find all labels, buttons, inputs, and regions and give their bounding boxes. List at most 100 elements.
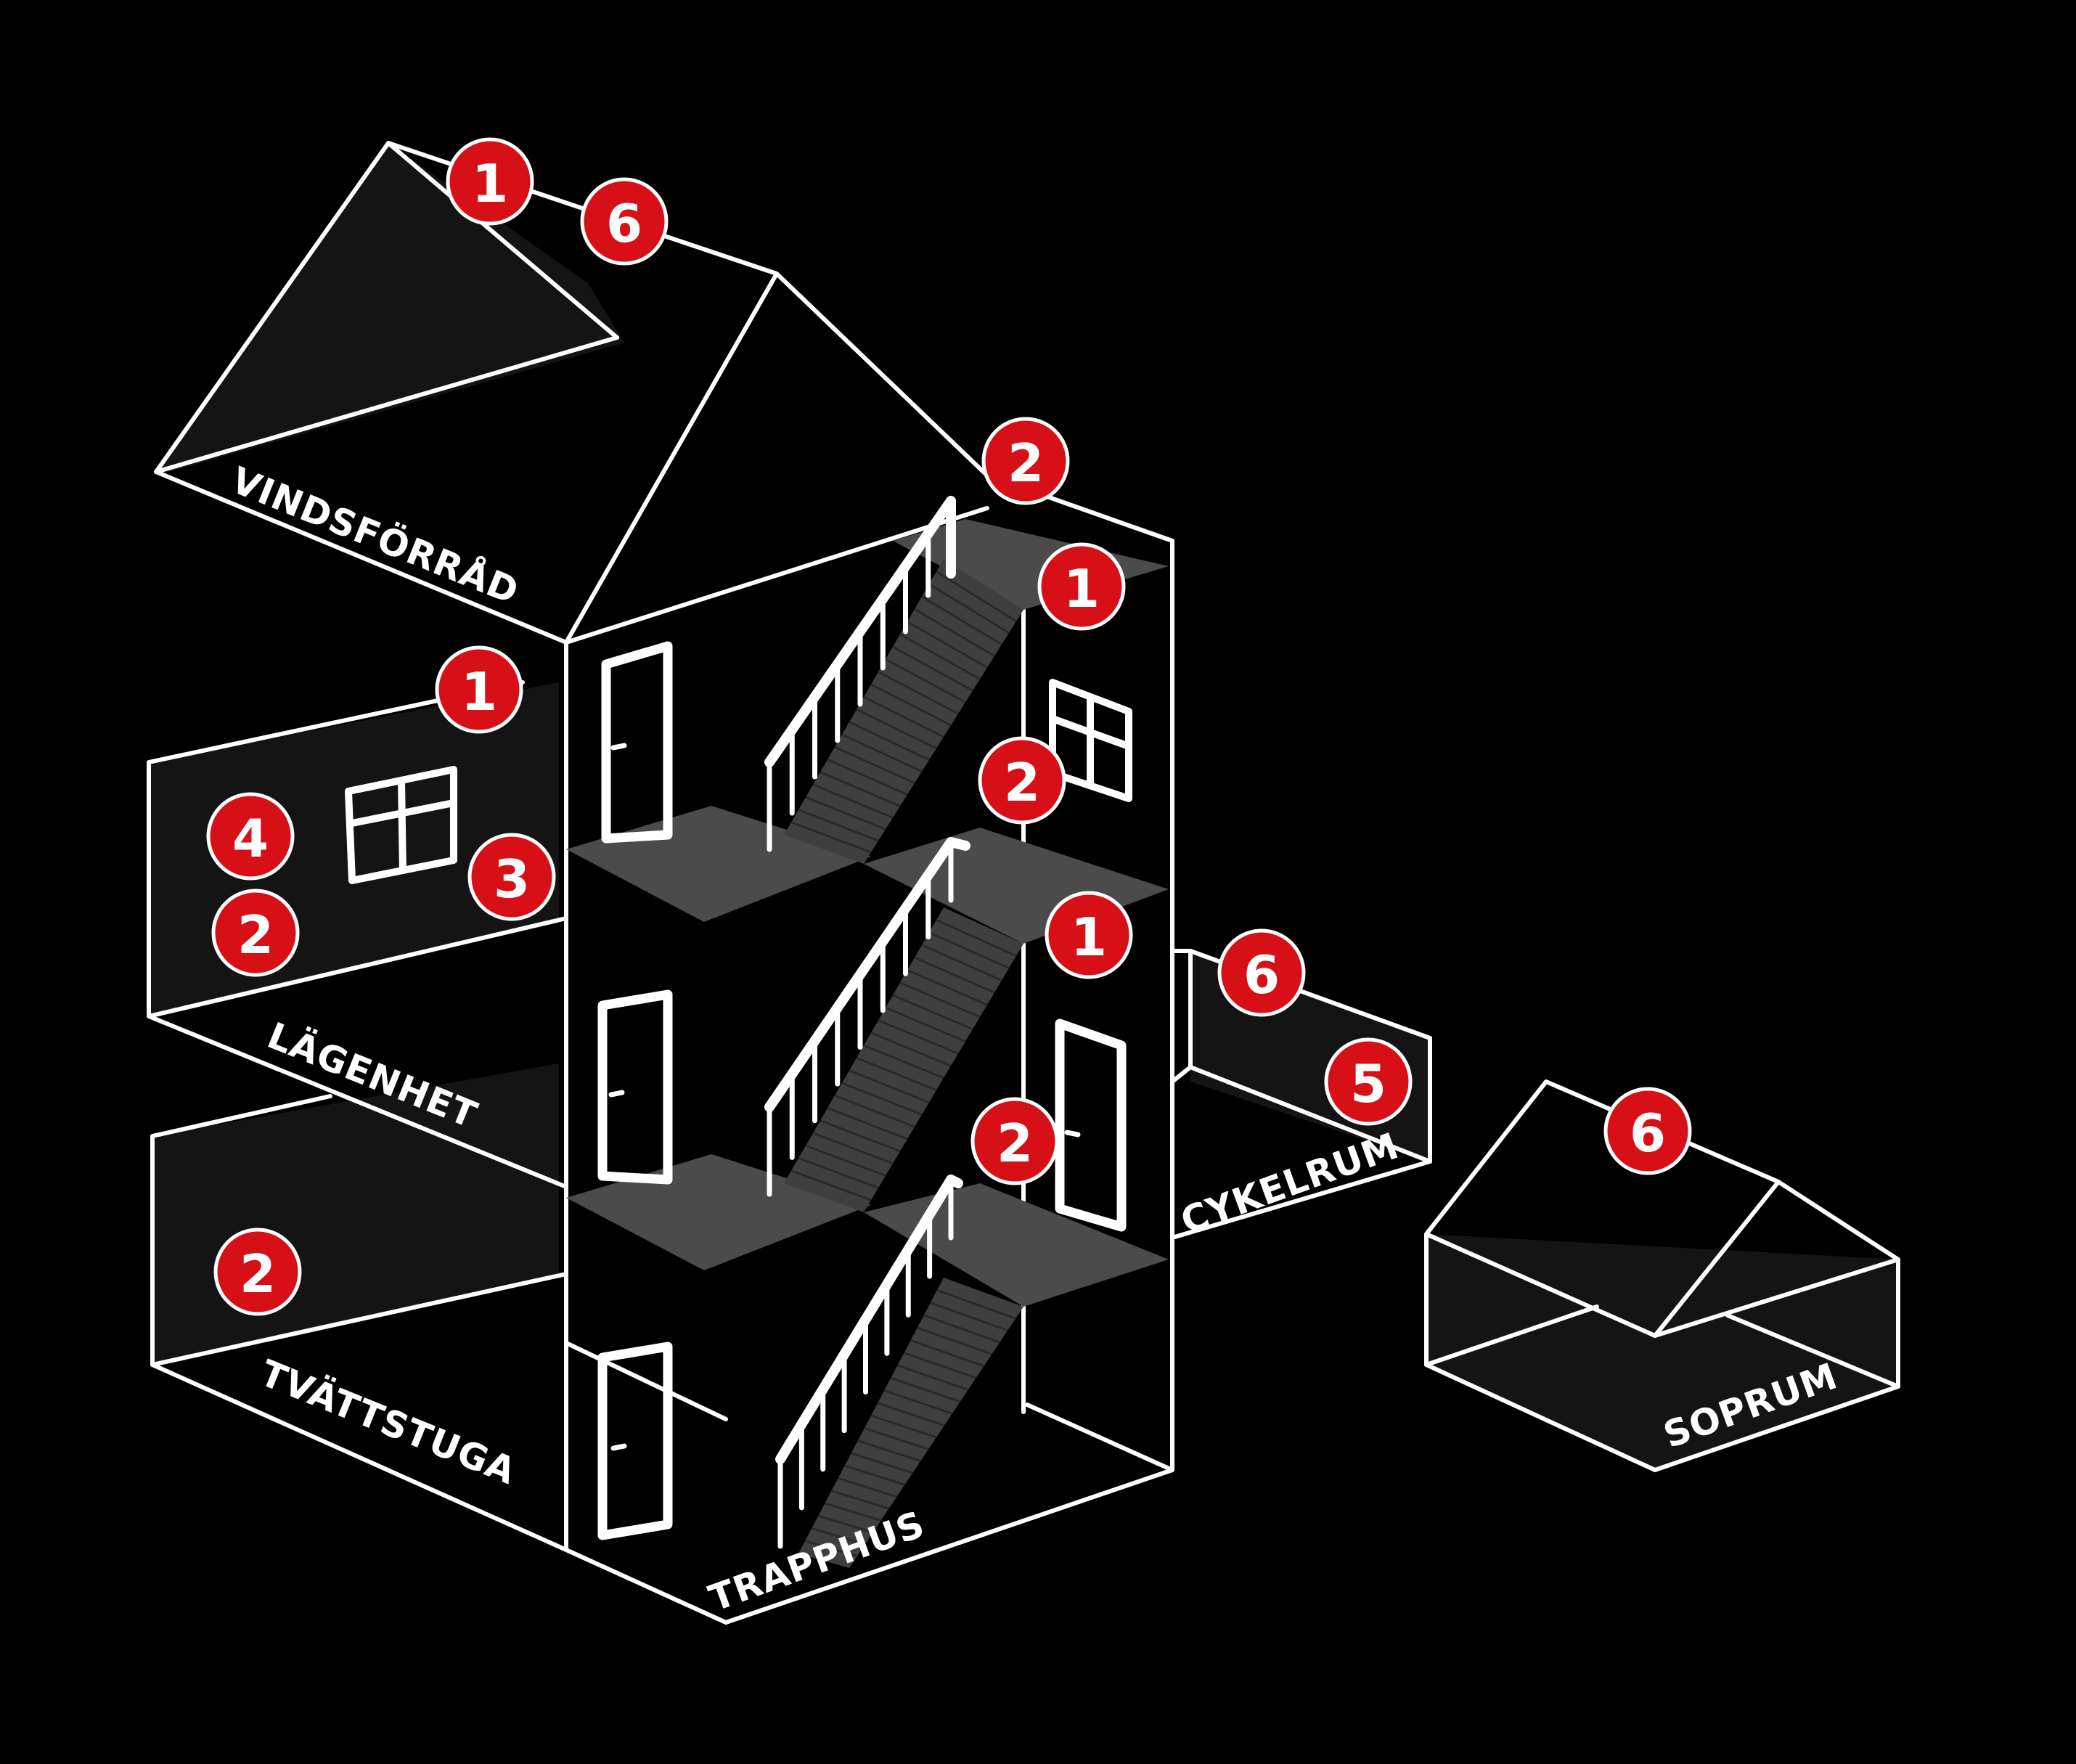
stair-step-3-1 xyxy=(936,1289,1016,1320)
stair-step-2-9 xyxy=(878,1019,959,1055)
stair-step-2-4 xyxy=(914,956,995,994)
stair-step-1-3 xyxy=(921,595,1002,646)
svg-text:5: 5 xyxy=(1350,1053,1386,1114)
window-stairwell xyxy=(1049,679,1132,802)
badge-apartment-top: 1 xyxy=(435,645,523,734)
door-top xyxy=(601,641,673,844)
badge-apartment-window: 3 xyxy=(467,833,556,921)
badge-stair-mid-right: 2 xyxy=(978,736,1066,825)
stair-step-2-6 xyxy=(899,981,981,1018)
badge-stair-top: 1 xyxy=(1037,542,1126,631)
staircase xyxy=(566,496,1169,1568)
stair-step-2-12 xyxy=(856,1056,937,1092)
stair-step-2-19 xyxy=(805,1144,886,1177)
window-apartment xyxy=(345,766,457,884)
stair-step-1-14 xyxy=(841,733,923,773)
badge-apartment-left: 4 xyxy=(206,792,295,881)
stair-step-1-4 xyxy=(914,608,995,657)
svg-text:1: 1 xyxy=(1071,907,1107,968)
badge-garbage: 6 xyxy=(1603,1087,1692,1175)
stair-step-1-16 xyxy=(827,758,908,796)
stair-step-3-2 xyxy=(930,1302,1008,1332)
stair-step-3-20 xyxy=(811,1527,866,1545)
stair-step-3-16 xyxy=(838,1477,897,1498)
stair-step-2-15 xyxy=(834,1094,915,1128)
flight-upper xyxy=(784,559,1023,864)
badge-stair-mid: 1 xyxy=(1045,891,1133,979)
svg-text:1: 1 xyxy=(461,661,497,722)
stair-step-3-3 xyxy=(923,1314,1000,1344)
stair-step-3-21 xyxy=(804,1540,858,1558)
stair-step-3-9 xyxy=(883,1389,953,1415)
stair-step-1-10 xyxy=(870,683,952,727)
door-middle xyxy=(597,989,673,1185)
stair-step-3-18 xyxy=(824,1502,882,1522)
stair-step-1-17 xyxy=(820,771,901,807)
stair-step-1-18 xyxy=(812,783,894,819)
handrail-posts xyxy=(767,498,954,1549)
stair-step-1-2 xyxy=(928,583,1010,634)
svg-text:2: 2 xyxy=(997,1113,1033,1174)
label-cykelrum: CYKELRUM xyxy=(1175,1124,1404,1242)
badge-apartment-low: 2 xyxy=(211,889,300,977)
stair-step-1-6 xyxy=(899,633,981,680)
svg-text:6: 6 xyxy=(1630,1103,1666,1164)
stair-step-3-19 xyxy=(817,1514,874,1534)
stair-step-3-13 xyxy=(857,1440,921,1463)
stair-step-2-16 xyxy=(827,1106,908,1140)
stair-step-2-10 xyxy=(870,1032,952,1067)
stair-step-3-6 xyxy=(903,1352,977,1379)
stair-step-1-5 xyxy=(907,621,988,669)
doors xyxy=(597,641,1127,1540)
stair-step-3-12 xyxy=(864,1426,929,1450)
building-outline xyxy=(147,141,1900,1625)
stair-step-2-7 xyxy=(892,994,973,1031)
badge-stair-low: 2 xyxy=(970,1097,1059,1185)
badge-laundry: 2 xyxy=(213,1228,302,1316)
stair-step-1-20 xyxy=(798,809,879,842)
stair-step-3-10 xyxy=(877,1402,945,1427)
stair-step-2-14 xyxy=(841,1082,923,1116)
stair-step-1-9 xyxy=(878,671,959,715)
top-landing xyxy=(893,519,1169,610)
stair-step-2-21 xyxy=(790,1169,872,1201)
svg-text:1: 1 xyxy=(1063,558,1100,619)
stair-step-2-17 xyxy=(820,1119,901,1153)
label-vindsforrad: VINDSFÖRRÅD xyxy=(226,458,526,613)
stair-step-1-8 xyxy=(885,658,966,703)
badge-roof-corner: 2 xyxy=(981,417,1070,505)
lower-landing-right xyxy=(864,1183,1169,1307)
svg-text:2: 2 xyxy=(240,1244,276,1304)
svg-text:2: 2 xyxy=(237,905,274,965)
stair-step-2-11 xyxy=(863,1044,944,1079)
stair-step-2-3 xyxy=(921,944,1002,981)
flight-lower xyxy=(798,1278,1023,1568)
stair-step-3-8 xyxy=(890,1376,961,1403)
stair-step-3-17 xyxy=(831,1490,889,1510)
stair-step-2-18 xyxy=(812,1132,894,1165)
stair-step-1-15 xyxy=(834,746,915,785)
stair-step-2-8 xyxy=(885,1006,966,1042)
stair-step-3-7 xyxy=(896,1364,969,1391)
stair-step-1-12 xyxy=(856,708,937,750)
svg-text:2: 2 xyxy=(1008,433,1044,494)
svg-text:2: 2 xyxy=(1004,752,1040,813)
stair-steps xyxy=(790,571,1017,1558)
stair-step-3-11 xyxy=(870,1414,937,1439)
stair-step-1-19 xyxy=(805,796,886,830)
svg-text:6: 6 xyxy=(1243,944,1280,1005)
badge-attic-a: 1 xyxy=(446,137,534,226)
badge-bike-top: 6 xyxy=(1217,928,1306,1017)
number-badges: 1 6 2 1 2 1 4 3 2 1 2 2 6 5 6 xyxy=(206,137,1692,1316)
stair-step-3-15 xyxy=(844,1464,905,1486)
stair-step-2-2 xyxy=(928,931,1010,970)
door-bottom xyxy=(597,1342,673,1540)
windows xyxy=(345,679,1132,884)
door-right xyxy=(1055,1018,1127,1232)
stair-step-3-4 xyxy=(917,1326,992,1355)
stair-step-2-5 xyxy=(907,968,988,1006)
stair-step-1-21 xyxy=(790,821,872,854)
badge-attic-b: 6 xyxy=(580,177,669,266)
svg-text:4: 4 xyxy=(232,808,269,869)
